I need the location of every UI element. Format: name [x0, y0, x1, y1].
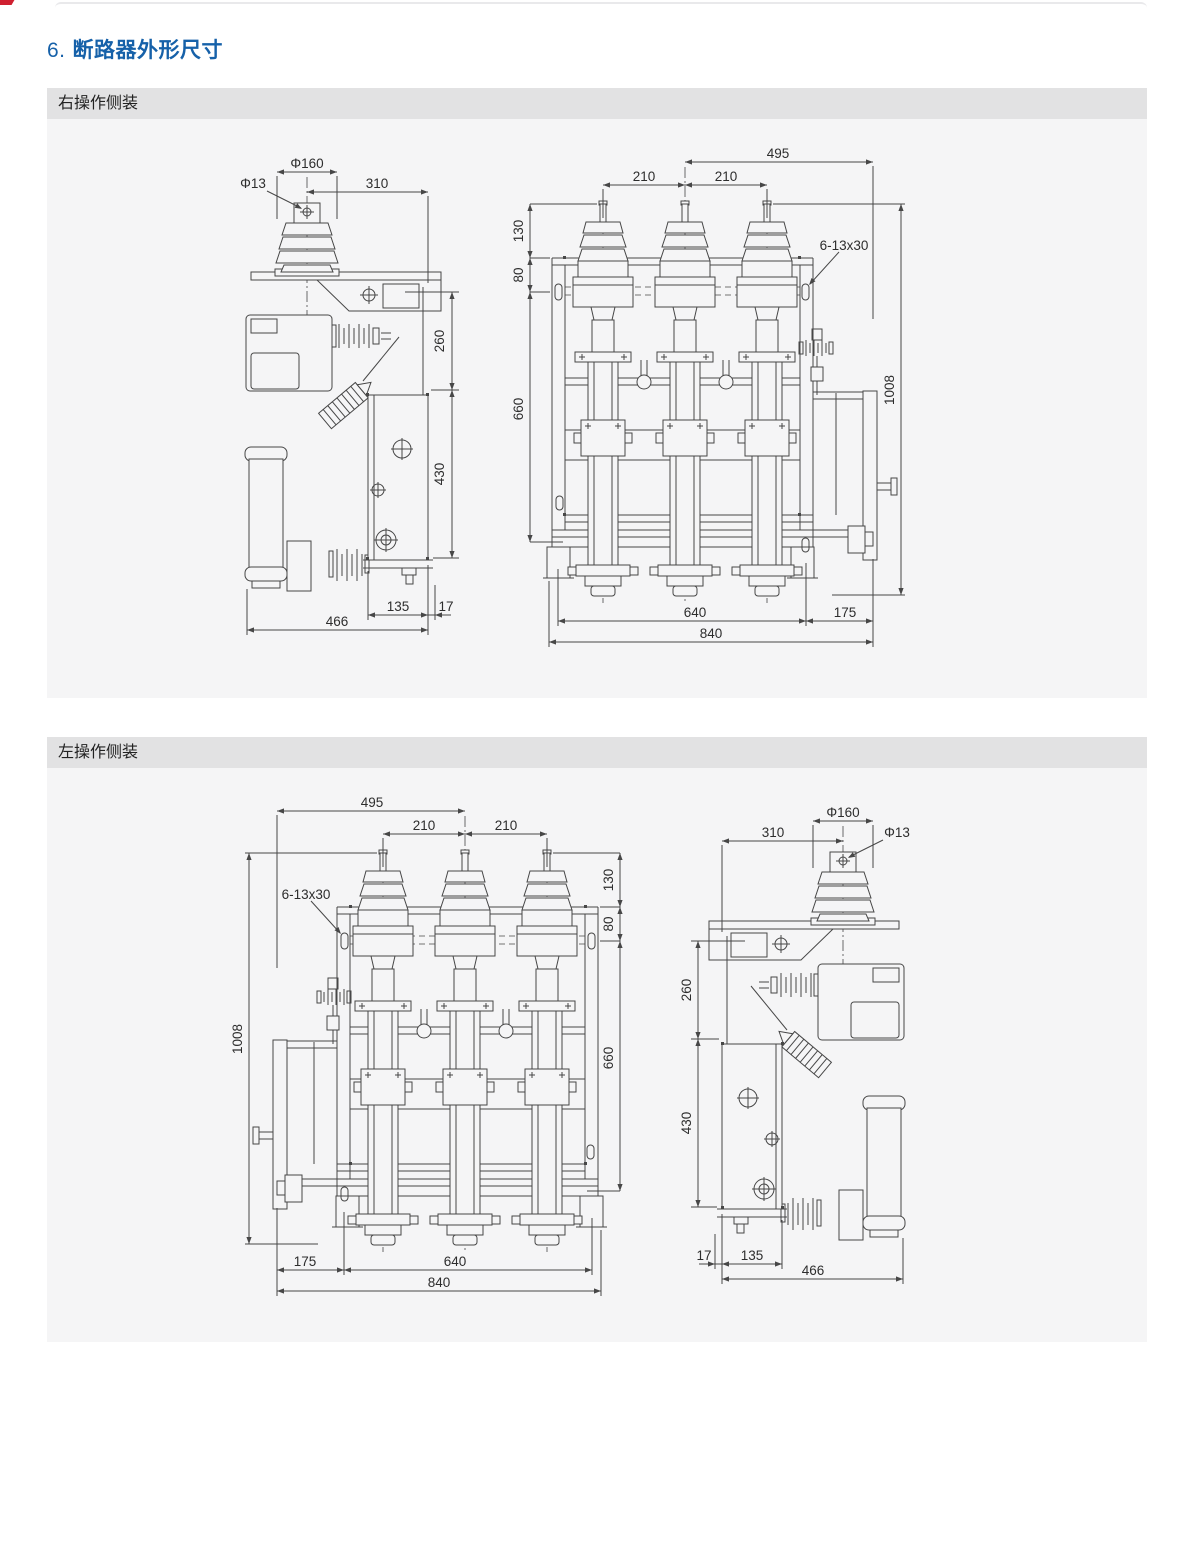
- title-number: 6.: [47, 39, 66, 62]
- dim-offset-17: 17: [438, 599, 453, 614]
- section-header-label: 左操作侧装: [58, 744, 139, 761]
- technical-drawing-right-mount: Φ160 Φ13 310 260 430 135 17 466 495 210 …: [240, 146, 1147, 698]
- dim-hole-dia: Φ13: [884, 825, 910, 840]
- drawing-geometry-mirrored: [245, 808, 905, 1296]
- red-corner-mark: [0, 0, 15, 5]
- dim-slots: 6-13x30: [282, 887, 331, 902]
- section-right-mount: 右操作侧装 Φ160 Φ13 310 260 430 135 17 466 49…: [47, 88, 1147, 698]
- dim-flange-dia: Φ160: [290, 156, 323, 171]
- technical-drawing-left-mount: 495 210 210 130 80 660 1008 6-13x30 640 …: [230, 795, 910, 1342]
- dim-pitch-b: 210: [413, 818, 436, 833]
- dim-mech-175: 175: [834, 605, 857, 620]
- dim-body-660: 660: [511, 398, 526, 421]
- dim-body-660: 660: [601, 1047, 616, 1070]
- dim-pitch-a: 210: [495, 818, 518, 833]
- dim-offset-17: 17: [696, 1248, 711, 1263]
- dim-depth-310: 310: [762, 825, 785, 840]
- dim-flange-80: 80: [511, 267, 526, 282]
- dim-half-495: 495: [361, 795, 384, 810]
- dim-upper-260: 260: [432, 330, 447, 353]
- drawing-area-right: Φ160 Φ13 310 260 430 135 17 466 495 210 …: [47, 119, 1147, 698]
- dim-overall-1008: 1008: [230, 1024, 245, 1054]
- dim-lower-430: 430: [679, 1112, 694, 1135]
- dim-upper-260: 260: [679, 979, 694, 1002]
- dim-overall-466: 466: [326, 614, 349, 629]
- dim-bushing-130: 130: [601, 869, 616, 892]
- section-header-right: 右操作侧装: [47, 88, 1147, 119]
- dim-flange-80: 80: [601, 916, 616, 931]
- drawing-area-left: 495 210 210 130 80 660 1008 6-13x30 640 …: [47, 768, 1147, 1342]
- dim-overall-1008: 1008: [882, 375, 897, 405]
- dim-hole-dia: Φ13: [240, 176, 266, 191]
- dim-base-135: 135: [741, 1248, 764, 1263]
- dim-slots: 6-13x30: [820, 238, 869, 253]
- dim-frame-640: 640: [684, 605, 707, 620]
- dim-base-135: 135: [387, 599, 410, 614]
- dim-half-495: 495: [767, 146, 790, 161]
- dim-flange-dia: Φ160: [826, 805, 859, 820]
- dim-bushing-130: 130: [511, 220, 526, 243]
- section-header-label: 右操作侧装: [58, 95, 139, 112]
- dim-frame-640: 640: [444, 1254, 467, 1269]
- section-header-left: 左操作侧装: [47, 737, 1147, 768]
- card-top-edge: [55, 2, 1147, 10]
- title-text: 断路器外形尺寸: [72, 39, 224, 62]
- page-title: 6. 断路器外形尺寸: [47, 34, 223, 64]
- dim-pitch-a: 210: [633, 169, 656, 184]
- dim-overall-840: 840: [700, 626, 723, 641]
- dim-mech-175: 175: [294, 1254, 317, 1269]
- dim-depth-310: 310: [366, 176, 389, 191]
- dim-lower-430: 430: [432, 463, 447, 486]
- dim-overall-840: 840: [428, 1275, 451, 1290]
- dim-pitch-b: 210: [715, 169, 738, 184]
- drawing-geometry: [245, 159, 905, 647]
- dim-overall-466: 466: [802, 1263, 825, 1278]
- section-left-mount: 左操作侧装 495 210 210 130 80 660 1008 6-13x3…: [47, 737, 1147, 1342]
